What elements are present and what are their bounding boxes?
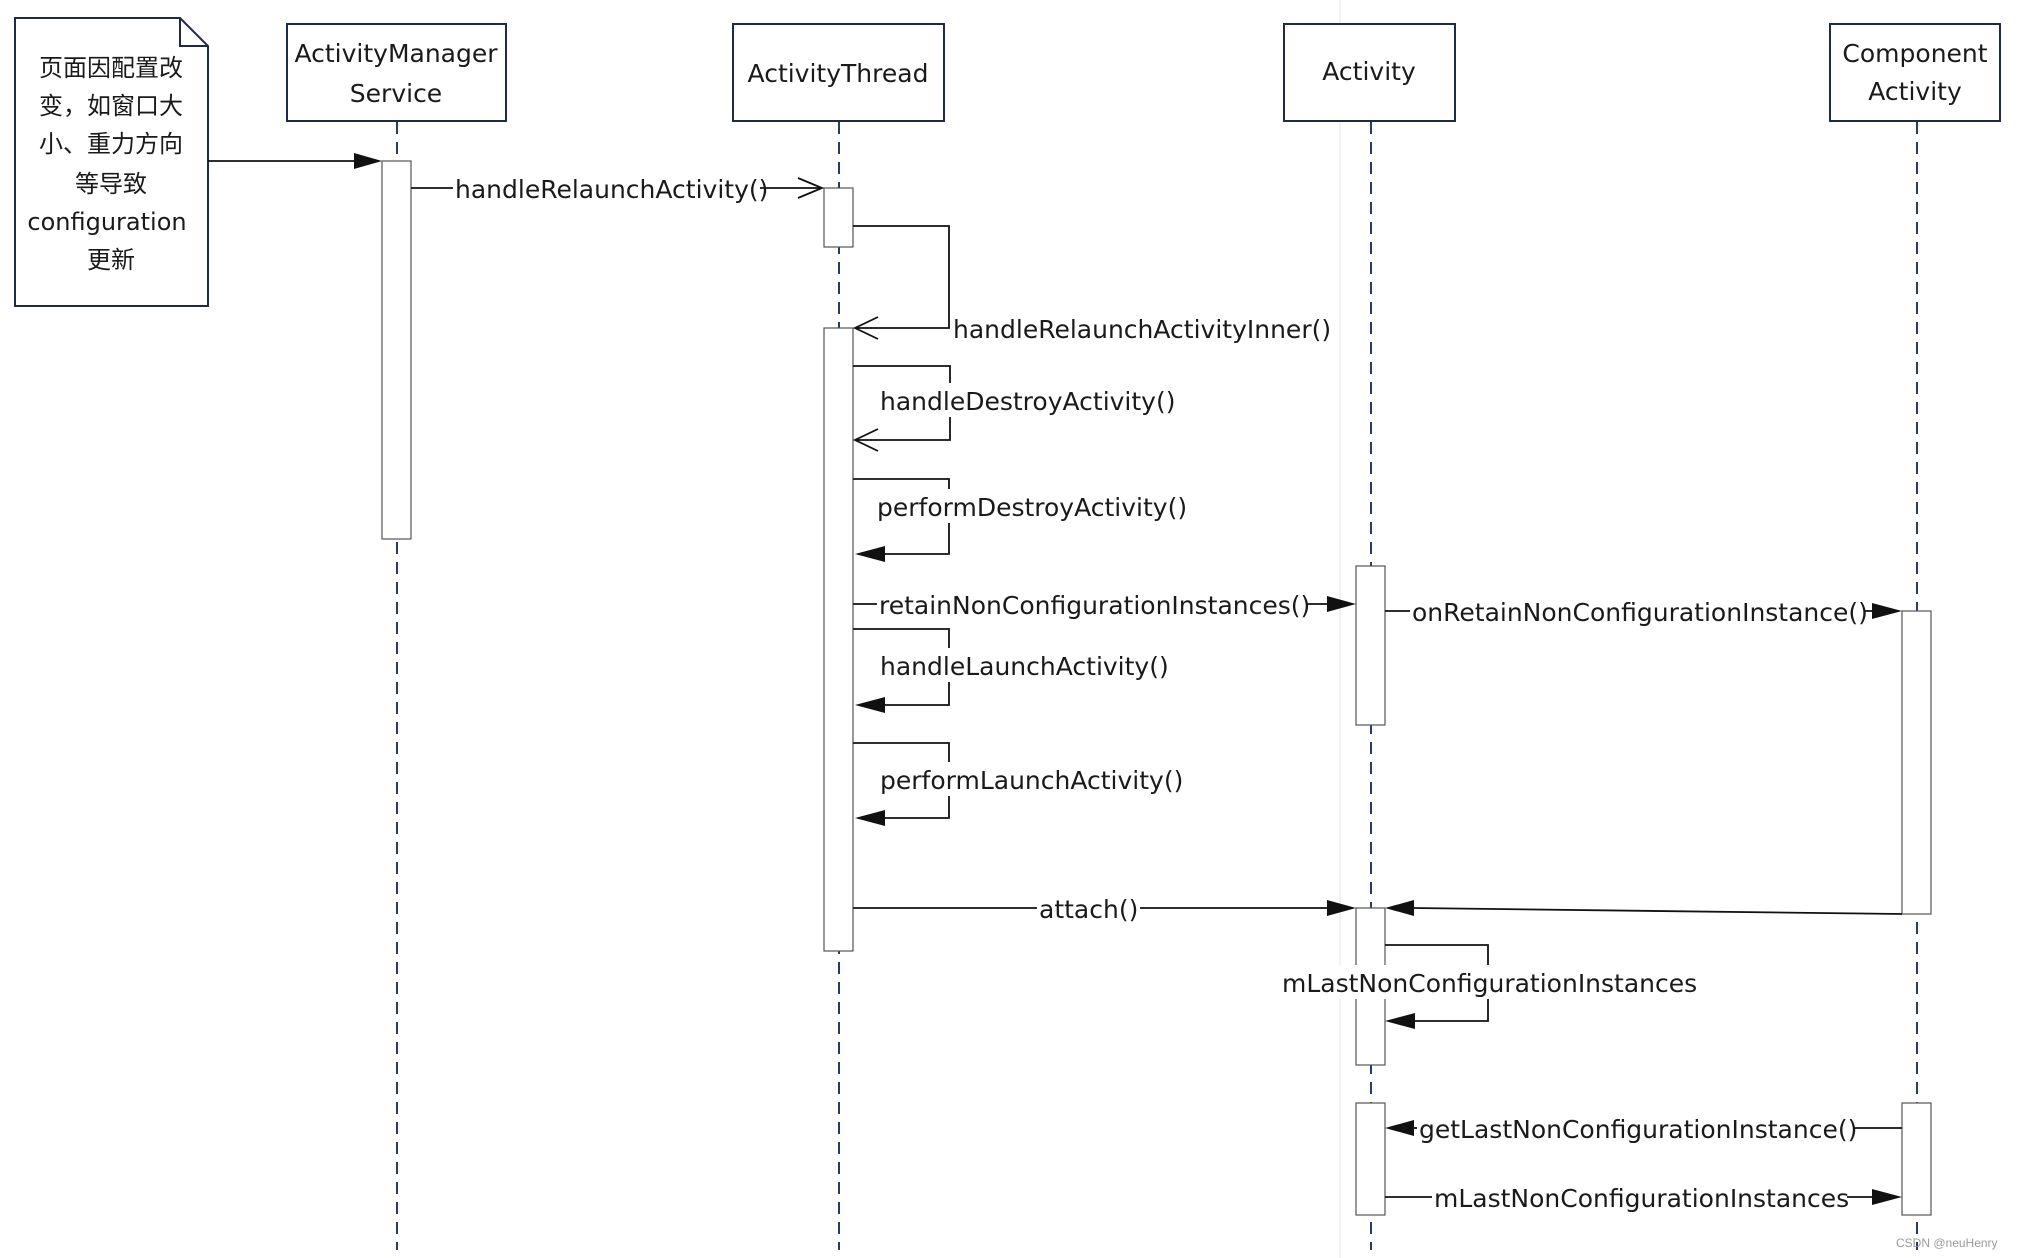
message-label: getLastNonConfigurationInstance()	[1419, 1115, 1857, 1144]
arrow-head	[354, 153, 382, 169]
message-label: handleDestroyActivity()	[880, 387, 1175, 416]
message-on-retain-non-configuration-instance: onRetainNonConfigurationInstance()	[1385, 594, 1902, 628]
arrow-head	[855, 810, 885, 826]
label-background	[453, 170, 760, 204]
message-perform-destroy-activity: performDestroyActivity()	[853, 478, 1187, 562]
arrow-head	[1872, 603, 1902, 619]
message-handle-relaunch-activity-inner: handleRelaunchActivityInner()	[852, 225, 1331, 344]
message-component-to-activity	[1385, 900, 1903, 916]
arrow-head	[855, 697, 885, 713]
message-handle-relaunch-activity: handleRelaunchActivity()	[411, 170, 825, 204]
arrow-head	[1385, 1120, 1414, 1136]
activation-at-2	[823, 327, 854, 952]
participant-activity: Activity	[1283, 23, 1456, 122]
message-get-last-non-configuration-instance: getLastNonConfigurationInstance()	[1385, 1111, 1902, 1145]
note-shape	[14, 17, 209, 307]
participant-label-line-2: Activity	[1868, 77, 1962, 106]
arrow-head	[1872, 1189, 1902, 1205]
participant-label-line-2: Service	[350, 79, 442, 108]
label-background	[878, 383, 1167, 417]
label-background	[875, 489, 1181, 523]
participant-box	[732, 23, 945, 122]
participant-box	[1829, 23, 2001, 122]
message-label: handleRelaunchActivity()	[455, 175, 768, 204]
arrow-head	[1327, 596, 1356, 612]
participant-component-activity: Component Activity	[1829, 23, 2001, 122]
message-perform-launch-activity: performLaunchActivity()	[853, 742, 1183, 826]
participant-box	[1283, 23, 1456, 122]
message-line	[1413, 907, 1903, 915]
arrow-head	[1385, 1013, 1415, 1029]
label-background	[878, 762, 1177, 796]
note-line-2: 变，如窗口大	[39, 92, 183, 120]
message-label: handleLaunchActivity()	[880, 652, 1169, 681]
participant-box	[286, 23, 507, 122]
message-label: retainNonConfigurationInstances()	[879, 591, 1310, 620]
label-background	[1037, 891, 1140, 925]
message-handle-launch-activity: handleLaunchActivity()	[853, 628, 1169, 713]
message-attach: attach()	[853, 891, 1356, 925]
participant-label-line-1: ActivityManager	[294, 39, 498, 68]
activation-component-2	[1901, 1102, 1932, 1216]
message-label: onRetainNonConfigurationInstance()	[1412, 598, 1868, 627]
note-line-6: 更新	[87, 246, 135, 274]
activation-at-1	[823, 187, 854, 248]
participant-label-line-1: Component	[1842, 39, 1987, 68]
arrow-head	[797, 177, 825, 199]
message-label: mLastNonConfigurationInstances	[1282, 969, 1697, 998]
message-label: handleRelaunchActivityInner()	[953, 315, 1331, 344]
message-m-last-non-configuration-instances: mLastNonConfigurationInstances	[1385, 1180, 1902, 1214]
message-label: mLastNonConfigurationInstances	[1434, 1184, 1849, 1213]
label-background	[1417, 1111, 1855, 1145]
label-background	[877, 587, 1306, 621]
label-background	[1280, 965, 1695, 999]
arrow-head	[1385, 900, 1414, 916]
note: 页面因配置改 变，如窗口大 小、重力方向 等导致 configuration 更…	[14, 17, 209, 307]
activation-activity-3	[1355, 1102, 1386, 1216]
activation-ams	[381, 160, 412, 540]
message-handle-destroy-activity: handleDestroyActivity()	[852, 365, 1175, 452]
message-config-change	[208, 153, 382, 169]
label-background	[1432, 1180, 1847, 1214]
message-label: performDestroyActivity()	[877, 493, 1187, 522]
label-background	[1410, 594, 1864, 628]
participant-label: ActivityThread	[748, 59, 929, 88]
message-line	[853, 225, 950, 329]
label-background	[878, 648, 1160, 682]
activation-activity-1	[1355, 565, 1386, 726]
message-label: performLaunchActivity()	[880, 766, 1183, 795]
note-line-3: 小、重力方向	[39, 130, 183, 158]
note-line-4: 等导致	[75, 170, 147, 198]
watermark: CSDN @neuHenry	[1896, 1236, 1998, 1250]
arrow-head	[855, 546, 885, 562]
note-line-1: 页面因配置改	[39, 54, 183, 82]
message-m-last-non-configuration-instances-self: mLastNonConfigurationInstances	[1280, 944, 1697, 1029]
note-fold	[179, 18, 208, 47]
arrow-head	[1327, 900, 1356, 916]
message-label: attach()	[1039, 895, 1138, 924]
participant-label: Activity	[1322, 57, 1416, 86]
participant-activity-thread: ActivityThread	[732, 23, 945, 122]
participant-activity-manager-service: ActivityManager Service	[286, 23, 507, 122]
message-retain-non-configuration-instances: retainNonConfigurationInstances()	[853, 587, 1356, 621]
activation-component-1	[1901, 610, 1932, 915]
note-line-5: configuration	[27, 208, 186, 236]
arrow-head	[852, 316, 879, 340]
arrow-head	[852, 428, 879, 452]
